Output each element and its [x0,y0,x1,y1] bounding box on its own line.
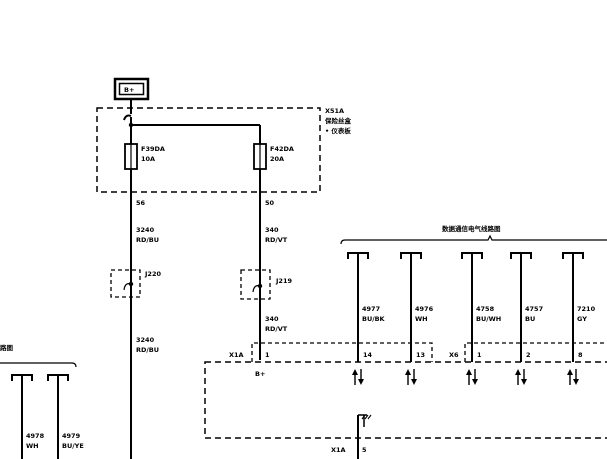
fuse-left-pin: 56 [136,199,146,207]
wire-color-code: BU/BK [362,315,386,323]
wire-circuit-number: 4976 [415,305,434,313]
wire-pin-number: 14 [363,351,373,359]
fuse-right-rating: 20A [270,155,284,163]
fuse-right-name: F42DA [270,145,294,153]
wire-right-bottom-color: RD/VT [265,325,288,333]
fuse-block-name: 保险丝盒 [324,116,352,125]
splice-j219 [240,269,271,300]
fuse-block-ref: X51A [325,107,344,115]
wire-pin-number: 8 [578,351,583,359]
wire-left-top-circuit: 3240 [136,226,155,234]
fuse-block-location: • 仪表板 [325,126,351,135]
wire-color-code: BU/YE [62,442,84,450]
data-comm-bracket [340,234,607,245]
bidirectional-arrow-icon [352,369,364,385]
fuse-left-rating: 10A [141,155,155,163]
wire-pin-number: 2 [526,351,531,359]
wire-circuit-number: 4758 [476,305,495,313]
bus-connection-symbol [123,108,132,121]
left-diagram-bracket [0,362,77,368]
wire-circuit-number: 4757 [525,305,543,313]
splice-left-label: J220 [144,270,161,278]
connector-a-pin-function: B+ [255,370,265,378]
wire-left-bottom-circuit: 3240 [136,336,155,344]
wire-color-code: BU [525,315,535,323]
power-source-b-plus: B+ [113,77,150,101]
bidirectional-arrow-icon [567,369,579,385]
wire-right-top-color: RD/VT [265,236,288,244]
left-diagram-title: 路图 [0,343,14,352]
wire-pin-number: 1 [477,351,482,359]
connector-a-pin: 1 [265,351,270,359]
wire-color-code: WH [415,315,428,323]
wire-right-top-circuit: 340 [265,226,279,234]
ground-connector-label: X1A [331,446,346,454]
connector-x6-outline [464,342,607,362]
wire-circuit-number: 4979 [62,432,81,440]
wire-pin-number: 13 [416,351,425,359]
fuse-right-pin: 50 [265,199,275,207]
wire-left-bottom-color: RD/BU [136,346,159,354]
connector-b-label: X6 [449,351,459,359]
splice-right-label: J219 [275,277,292,285]
splice-j220 [110,269,141,298]
wire-left-top-color: RD/BU [136,236,159,244]
bidirectional-arrow-icon [515,369,527,385]
power-source-label: B+ [124,86,134,94]
wire-circuit-number: 4977 [362,305,380,313]
bidirectional-arrow-icon [466,369,478,385]
bidirectional-arrow-icon [405,369,417,385]
module-outline [204,361,607,439]
ground-symbol [357,414,372,459]
fuse-left-name: F39DA [141,145,165,153]
wire-color-code: GY [577,315,587,323]
wire-circuit-number: 7210 [577,305,596,313]
ground-pin-label: 5 [362,446,367,454]
wire-circuit-number: 4978 [26,432,45,440]
wire-color-code: BU/WH [476,315,501,323]
connector-a-label: X1A [229,351,244,359]
wire-right-bottom-circuit: 340 [265,315,279,323]
wire-color-code: WH [26,442,39,450]
fuse-block-outline [96,107,321,193]
data-comm-title: 数据通信电气线路图 [442,224,501,233]
connector-x1a-outline [251,342,433,362]
